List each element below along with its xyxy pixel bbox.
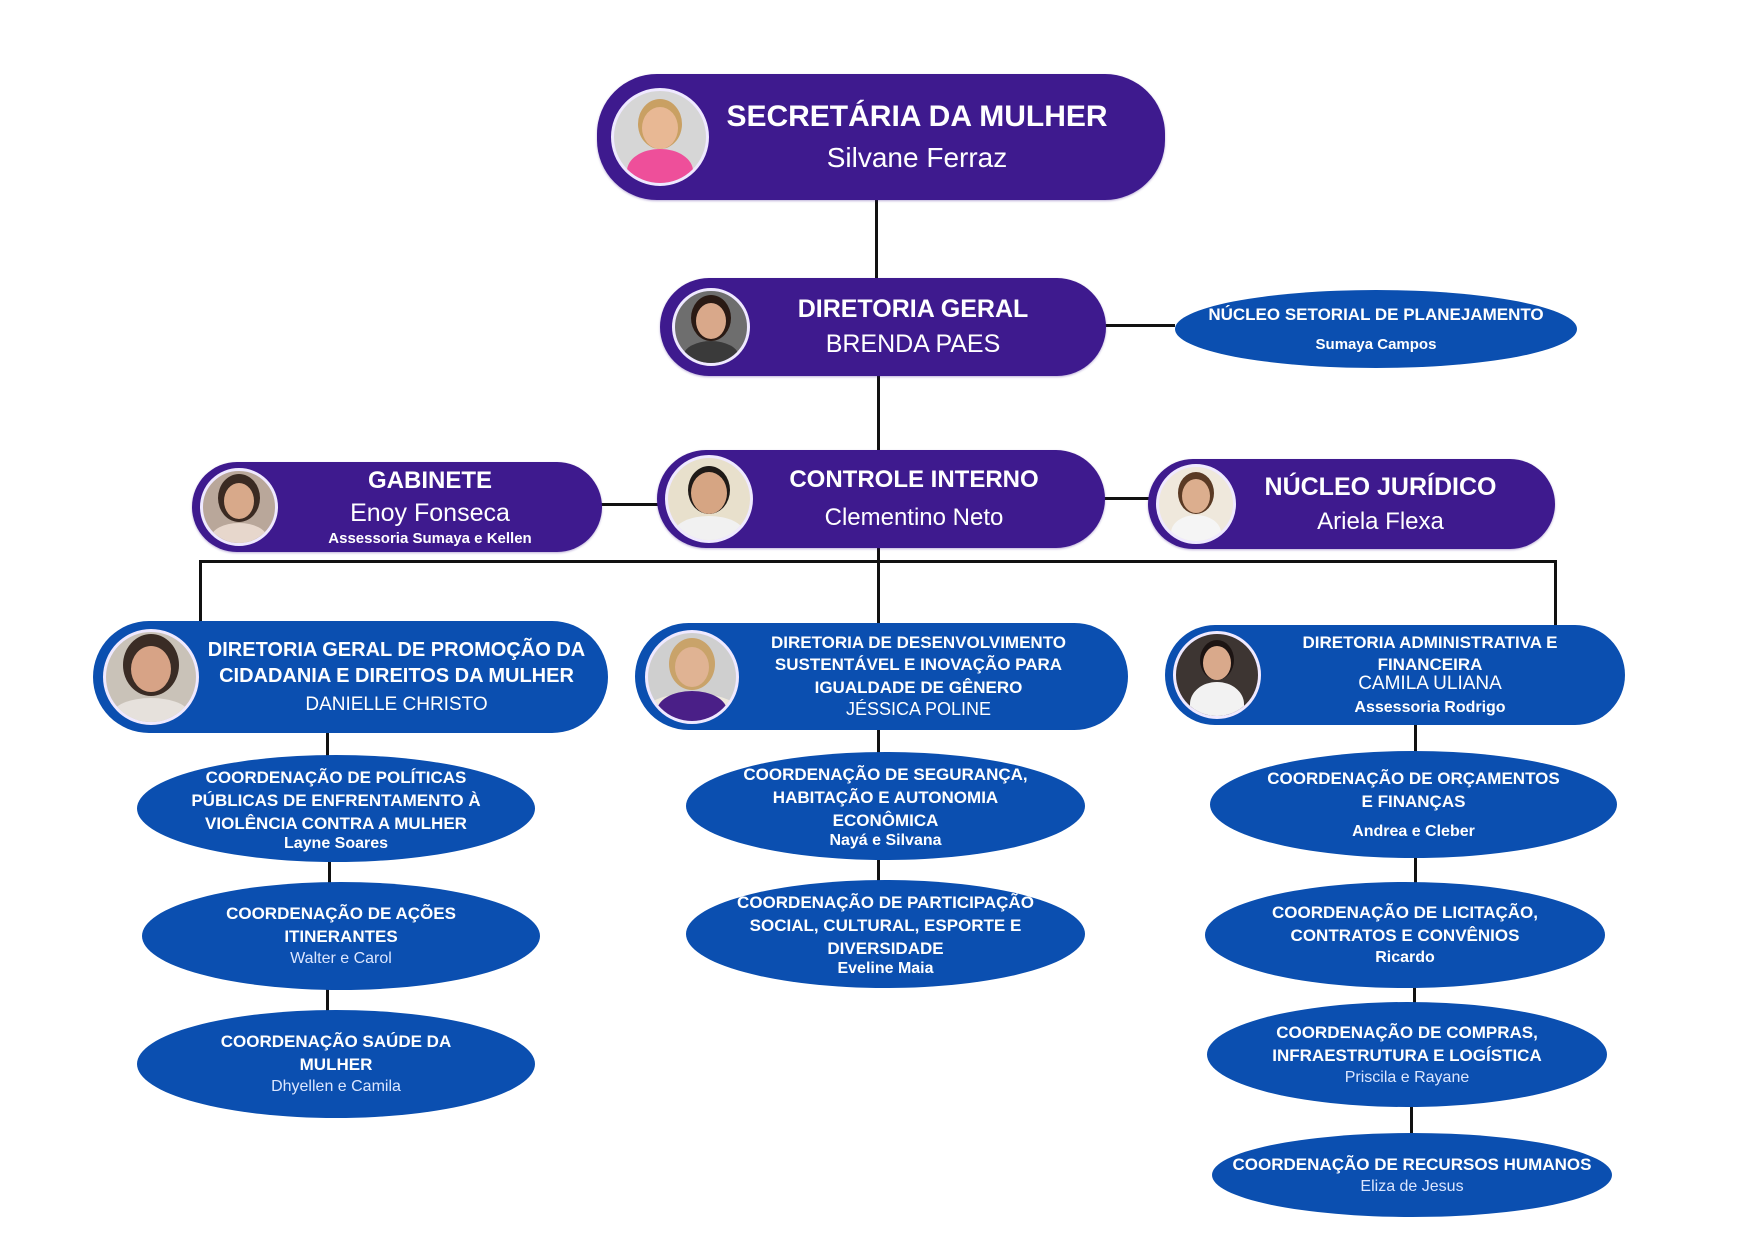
- controle-title: CONTROLE INTERNO: [789, 466, 1039, 494]
- connector-dir3-coord4: [1410, 1105, 1413, 1135]
- connector-bus-left: [199, 560, 202, 624]
- dir1-title-line: CIDADANIA E DIREITOS DA MULHER: [219, 664, 574, 687]
- gabinete-sub: Assessoria Sumaya e Kellen: [328, 529, 532, 547]
- coord-title-line: PÚBLICAS DE ENFRENTAMENTO À: [191, 790, 481, 810]
- planejamento-name: Sumaya Campos: [1315, 336, 1437, 354]
- coord-name: Dhyellen e Camila: [271, 1078, 401, 1095]
- coord-name: Eliza de Jesus: [1360, 1177, 1464, 1195]
- connector-horizontal-bus: [199, 560, 1557, 563]
- dir3-name: CAMILA ULIANA: [1358, 672, 1502, 694]
- connector-controle-stem: [877, 546, 880, 625]
- node-coord-participacao-social[interactable]: COORDENAÇÃO DE PARTICIPAÇÃO SOCIAL, CULT…: [686, 880, 1085, 988]
- connector-secretaria-diretoria: [875, 198, 878, 280]
- dir2-title-line: SUSTENTÁVEL E INOVAÇÃO PARA: [774, 655, 1063, 675]
- node-diretoria-administrativa-financeira[interactable]: DIRETORIA ADMINISTRATIVA E FINANCEIRA CA…: [1165, 625, 1625, 725]
- coord-name: Nayá e Silvana: [829, 832, 942, 849]
- portrait-photo-icon: [645, 629, 739, 724]
- coord-title-line: E FINANÇAS: [1361, 791, 1466, 811]
- coord-name: Priscila e Rayane: [1344, 1068, 1470, 1086]
- portrait-photo-icon: [1173, 631, 1261, 719]
- dir3-sub: Assessoria Rodrigo: [1354, 698, 1506, 716]
- coord-name: Ricardo: [1375, 949, 1435, 966]
- portrait-photo-icon: [1156, 464, 1236, 544]
- portrait-photo-icon: [103, 629, 199, 725]
- node-coord-orcamentos-financas[interactable]: COORDENAÇÃO DE ORÇAMENTOS E FINANÇAS And…: [1210, 751, 1617, 858]
- portrait-photo-icon: [611, 88, 709, 186]
- coord-title-line: INFRAESTRUTURA E LOGÍSTICA: [1272, 1045, 1542, 1065]
- connector-dir1-coord3: [326, 988, 329, 1012]
- dir1-name: DANIELLE CHRISTO: [305, 693, 488, 715]
- coord-title-line: MULHER: [299, 1055, 373, 1074]
- connector-diretoria-controle: [877, 374, 880, 452]
- connector-dir1-coord1: [326, 730, 329, 758]
- node-nucleo-juridico[interactable]: NÚCLEO JURÍDICO Ariela Flexa: [1148, 459, 1555, 549]
- portrait-photo-icon: [672, 288, 750, 366]
- juridico-name: Ariela Flexa: [1317, 507, 1444, 535]
- coord-title-line: ECONÔMICA: [832, 811, 939, 830]
- dir3-title-line: FINANCEIRA: [1377, 655, 1483, 675]
- coord-title-line: COORDENAÇÃO DE COMPRAS,: [1276, 1022, 1538, 1042]
- node-diretoria-desenvolvimento-sustentavel[interactable]: DIRETORIA DE DESENVOLVIMENTO SUSTENTÁVEL…: [635, 623, 1128, 730]
- gabinete-name: Enoy Fonseca: [350, 498, 510, 527]
- connector-gabinete-controle: [598, 503, 658, 506]
- diretoria-geral-name: BRENDA PAES: [825, 330, 1001, 358]
- coord-name: Walter e Carol: [290, 950, 392, 967]
- coord-title-line: SOCIAL, CULTURAL, ESPORTE E: [749, 916, 1022, 935]
- node-coord-seguranca-habitacao[interactable]: COORDENAÇÃO DE SEGURANÇA, HABITAÇÃO E AU…: [686, 752, 1085, 860]
- node-gabinete[interactable]: GABINETE Enoy Fonseca Assessoria Sumaya …: [192, 462, 602, 552]
- connector-dir2-coord2: [877, 858, 880, 882]
- node-coord-acoes-itinerantes[interactable]: COORDENAÇÃO DE AÇÕES ITINERANTES Walter …: [142, 882, 540, 990]
- connector-bus-right: [1554, 560, 1557, 628]
- coord-name: Eveline Maia: [837, 960, 934, 977]
- coord-title-line: ITINERANTES: [284, 927, 398, 946]
- node-diretoria-promocao-cidadania[interactable]: DIRETORIA GERAL DE PROMOÇÃO DA CIDADANIA…: [93, 621, 608, 733]
- portrait-photo-icon: [665, 455, 753, 543]
- coord-title-line: COORDENAÇÃO DE POLÍTICAS: [205, 767, 467, 787]
- node-planejamento[interactable]: NÚCLEO SETORIAL DE PLANEJAMENTO Sumaya C…: [1175, 290, 1577, 368]
- dir2-name: JÉSSICA POLINE: [845, 699, 992, 720]
- dir1-title-line: DIRETORIA GERAL DE PROMOÇÃO DA: [207, 638, 586, 661]
- connector-dir3-coord1: [1414, 723, 1417, 753]
- coord-title-line: VIOLÊNCIA CONTRA A MULHER: [205, 813, 467, 833]
- node-coord-compras-infraestrutura[interactable]: COORDENAÇÃO DE COMPRAS, INFRAESTRUTURA E…: [1207, 1002, 1607, 1107]
- coord-name: Andrea e Cleber: [1352, 822, 1475, 840]
- juridico-title: NÚCLEO JURÍDICO: [1264, 472, 1497, 501]
- coord-name: Layne Soares: [283, 834, 389, 852]
- connector-controle-juridico: [1100, 497, 1150, 500]
- connector-dir2-coord1: [877, 728, 880, 754]
- coord-title-line: COORDENAÇÃO DE RECURSOS HUMANOS: [1232, 1154, 1592, 1174]
- secretaria-title: SECRETÁRIA DA MULHER: [726, 99, 1108, 133]
- connector-diretoria-planejamento: [1103, 324, 1175, 327]
- coord-title-line: COORDENAÇÃO DE PARTICIPAÇÃO: [737, 893, 1034, 912]
- coord-title-line: COORDENAÇÃO DE ORÇAMENTOS: [1267, 768, 1560, 788]
- connector-dir3-coord2: [1414, 856, 1417, 884]
- node-coord-licitacao-contratos[interactable]: COORDENAÇÃO DE LICITAÇÃO, CONTRATOS E CO…: [1205, 882, 1605, 988]
- diretoria-geral-title: DIRETORIA GERAL: [797, 295, 1029, 324]
- coord-title-line: COORDENAÇÃO SAÚDE DA: [220, 1032, 452, 1051]
- node-controle-interno[interactable]: CONTROLE INTERNO Clementino Neto: [657, 450, 1105, 548]
- connector-dir1-coord2: [328, 860, 331, 884]
- node-coord-recursos-humanos[interactable]: COORDENAÇÃO DE RECURSOS HUMANOS Eliza de…: [1212, 1133, 1612, 1217]
- coord-title-line: DIVERSIDADE: [827, 939, 944, 958]
- coord-title-line: COORDENAÇÃO DE AÇÕES: [226, 904, 456, 923]
- controle-name: Clementino Neto: [824, 504, 1004, 531]
- node-coord-politicas-publicas[interactable]: COORDENAÇÃO DE POLÍTICAS PÚBLICAS DE ENF…: [137, 755, 535, 862]
- connector-dir3-coord3: [1413, 986, 1416, 1004]
- portrait-photo-icon: [200, 468, 278, 546]
- coord-title-line: CONTRATOS E CONVÊNIOS: [1290, 926, 1520, 945]
- dir3-title-line: DIRETORIA ADMINISTRATIVA E: [1302, 632, 1558, 652]
- secretaria-name: Silvane Ferraz: [826, 142, 1008, 174]
- dir2-title-line: DIRETORIA DE DESENVOLVIMENTO: [770, 632, 1067, 652]
- planejamento-title: NÚCLEO SETORIAL DE PLANEJAMENTO: [1208, 304, 1544, 324]
- coord-title-line: COORDENAÇÃO DE SEGURANÇA,: [743, 765, 1028, 784]
- coord-title-line: HABITAÇÃO E AUTONOMIA: [772, 788, 999, 807]
- coord-title-line: COORDENAÇÃO DE LICITAÇÃO,: [1271, 903, 1538, 922]
- dir2-title-line: IGUALDADE DE GÊNERO: [814, 677, 1023, 697]
- node-coord-saude-mulher[interactable]: COORDENAÇÃO SAÚDE DA MULHER Dhyellen e C…: [137, 1010, 535, 1118]
- node-secretaria[interactable]: SECRETÁRIA DA MULHER Silvane Ferraz: [597, 74, 1165, 200]
- gabinete-title: GABINETE: [367, 467, 492, 495]
- node-diretoria-geral[interactable]: DIRETORIA GERAL BRENDA PAES: [660, 278, 1106, 376]
